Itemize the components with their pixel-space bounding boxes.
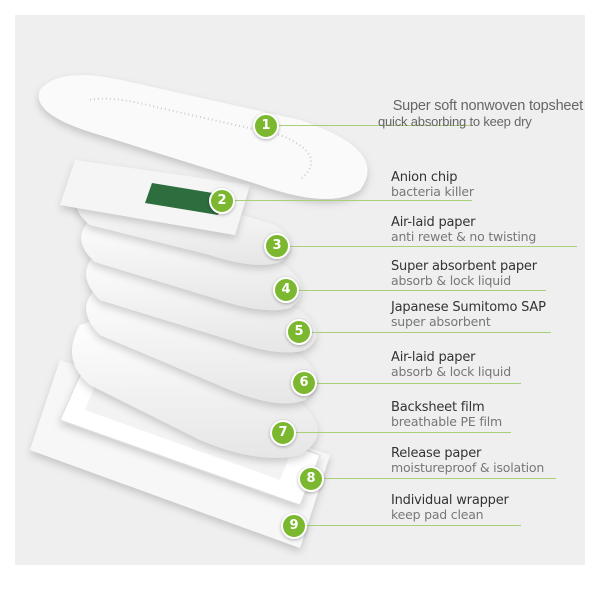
label-subtitle: quick absorbing to keep dry	[378, 113, 532, 129]
leader-line-6	[314, 383, 521, 384]
label-title: Super soft nonwoven topsheet	[392, 98, 583, 114]
layer-air-laid-2	[86, 284, 317, 404]
layer-topsheet	[38, 75, 368, 199]
label-title: Individual wrapper	[391, 493, 509, 508]
label-subtitle: keep pad clean	[391, 507, 484, 523]
label-title: Super absorbent paper	[391, 259, 537, 274]
leader-line-2	[232, 200, 472, 201]
label-7: Backsheet film breathable PE film	[391, 400, 503, 430]
label-4: Super absorbent paper absorb & lock liqu…	[391, 259, 537, 289]
label-title: Anion chip	[391, 170, 458, 185]
badge-7: 7	[270, 420, 296, 446]
label-9: Individual wrapper keep pad clean	[391, 493, 509, 523]
label-title: Air-laid paper	[391, 215, 476, 230]
label-subtitle: moistureproof & isolation	[391, 460, 545, 476]
badge-2: 2	[209, 188, 235, 214]
label-title: Release paper	[391, 446, 482, 461]
label-subtitle: bacteria killer	[391, 184, 474, 200]
label-title: Japanese Sumitomo SAP	[391, 300, 546, 315]
leader-line-8	[321, 478, 556, 479]
label-subtitle: absorb & lock liquid	[391, 273, 511, 289]
label-title: Air-laid paper	[391, 350, 476, 365]
label-subtitle: absorb & lock liquid	[391, 364, 511, 380]
leader-line-9	[304, 525, 521, 526]
badge-6: 6	[291, 370, 317, 396]
label-5: Japanese Sumitomo SAP super absorbent	[391, 300, 546, 330]
label-3: Air-laid paper anti rewet & no twisting	[391, 215, 537, 245]
badge-1: 1	[253, 113, 279, 139]
layer-absorbent-paper	[81, 213, 302, 311]
topsheet-stitching	[89, 97, 313, 181]
badge-9: 9	[281, 513, 307, 539]
badge-4: 4	[273, 277, 299, 303]
leader-line-1	[276, 125, 471, 126]
label-8: Release paper moistureproof & isolation	[391, 446, 545, 476]
label-subtitle: breathable PE film	[391, 414, 503, 430]
label-subtitle: super absorbent	[391, 314, 491, 330]
leader-line-5	[309, 332, 551, 333]
leader-line-7	[293, 432, 511, 433]
label-title: Backsheet film	[391, 400, 485, 415]
label-subtitle: anti rewet & no twisting	[391, 229, 537, 245]
leader-line-4	[296, 290, 546, 291]
label-2: Anion chip bacteria killer	[391, 170, 474, 200]
layer-backsheet	[72, 319, 318, 458]
label-1: Super soft nonwoven topsheet quick absor…	[358, 98, 583, 129]
anion-chip	[145, 183, 225, 215]
badge-3: 3	[264, 233, 290, 259]
leader-line-3	[287, 246, 577, 247]
label-6: Air-laid paper absorb & lock liquid	[391, 350, 511, 380]
badge-8: 8	[298, 466, 324, 492]
badge-5: 5	[286, 319, 312, 345]
